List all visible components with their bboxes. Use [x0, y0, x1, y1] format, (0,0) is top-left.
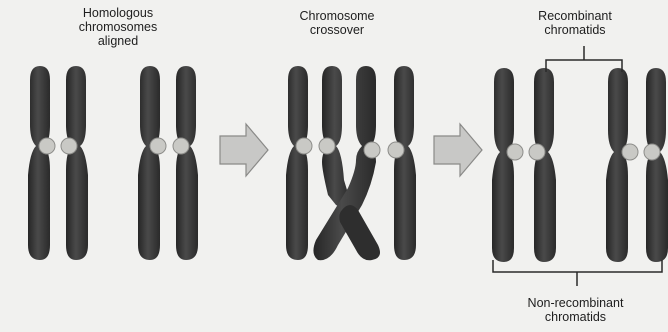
chromatid	[339, 205, 380, 260]
chromatid	[138, 66, 160, 260]
chromosome-icon	[606, 68, 668, 262]
chromatid	[322, 66, 350, 207]
centromere	[61, 138, 77, 154]
chromosome-icon	[138, 66, 198, 260]
right-arrow-icon	[434, 124, 482, 176]
centromere	[644, 144, 660, 160]
non-recombinant-bracket	[493, 260, 662, 286]
centromere	[173, 138, 189, 154]
centromere	[529, 144, 545, 160]
stage-crossover	[286, 66, 416, 260]
centromere	[622, 144, 638, 160]
chromatid	[646, 68, 668, 262]
recombinant-bracket	[546, 46, 622, 72]
chromatid	[176, 66, 198, 260]
centromere	[296, 138, 312, 154]
stage-homologous	[28, 66, 198, 260]
centromere	[319, 138, 335, 154]
chromatid	[492, 68, 514, 262]
chromatid	[28, 66, 50, 260]
chromatid	[534, 68, 556, 262]
centromere	[39, 138, 55, 154]
centromere	[507, 144, 523, 160]
centromere	[364, 142, 380, 158]
centromere	[388, 142, 404, 158]
stage-result	[492, 68, 668, 262]
chromatid	[606, 68, 628, 262]
chromosome-icon	[492, 68, 556, 262]
chromatid	[394, 66, 416, 260]
chromatid	[66, 66, 88, 260]
chromatid	[286, 66, 308, 260]
chromosome-icon	[28, 66, 88, 260]
right-arrow-icon	[220, 124, 268, 176]
centromere	[150, 138, 166, 154]
